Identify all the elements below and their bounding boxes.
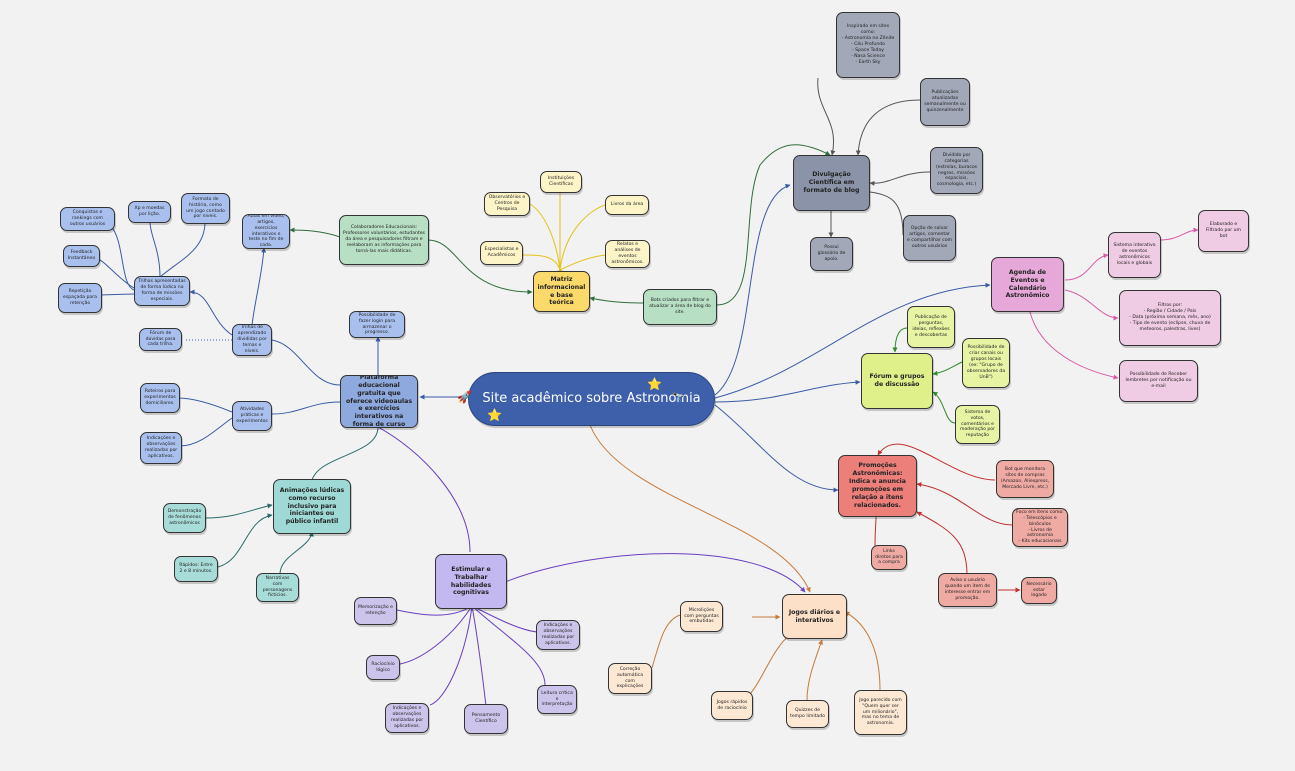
- quizzes-node[interactable]: Quizzes de tempo limitado: [786, 700, 829, 728]
- trilhas-node[interactable]: Trilhas de aprendizado divididas por tem…: [232, 324, 272, 356]
- pensamento-node[interactable]: Pensamento Científico: [464, 704, 508, 734]
- observatorios-node[interactable]: Observatórios e Centros de Pesquisa: [484, 192, 530, 216]
- publicacoes-node[interactable]: Publicações atualizadas semanalmente ou …: [920, 78, 970, 126]
- opcao-node[interactable]: Opção de salvar artigos, comentar e comp…: [903, 215, 956, 261]
- leitura-node[interactable]: Leitura crítica e interpretação: [537, 685, 577, 714]
- filtros-node[interactable]: Filtros por: - Região / Cidade / País - …: [1119, 290, 1221, 346]
- missoes-node[interactable]: Trilhas apresentadas de forma lúdica na …: [134, 276, 190, 306]
- bots-node[interactable]: Bots criados para filtrar e atualizar a …: [643, 289, 717, 325]
- agenda-hub-node[interactable]: Agenda de Eventos e Calendário Astronômi…: [991, 257, 1064, 312]
- aviso-node[interactable]: Aviso o usuário quando um item de intere…: [938, 573, 997, 607]
- aulas-node[interactable]: Aulas em vídeo, artigos, exercícios inte…: [242, 214, 290, 249]
- instituicoes-node[interactable]: Instituições Científicas: [540, 171, 582, 193]
- star-icon: ⭐: [647, 377, 662, 391]
- votos-node[interactable]: Sistema de votos, comentários e moderaçã…: [955, 405, 1000, 444]
- relatos-node[interactable]: Relatos e análises de eventos astronômic…: [605, 240, 650, 268]
- parecido-node[interactable]: Jogo parecido com "Quem quer ser um mili…: [854, 690, 907, 735]
- colaboradores-node[interactable]: Colaboradores Educacionais: Professores …: [339, 215, 429, 265]
- central-topic-title: Site acadêmico sobre Astronomia: [482, 390, 701, 406]
- repeticao-node[interactable]: Repetição espaçada para retenção: [58, 283, 102, 313]
- inspirado-node[interactable]: Inspirado em sites como: - Astronomia no…: [836, 12, 900, 78]
- roteiros-node[interactable]: Roteiros para experimentos domiciliares.: [140, 383, 180, 413]
- atividades-node[interactable]: Atividades práticas e experimentos: [232, 401, 272, 431]
- demonstracao-node[interactable]: Demonstração de fenômenos astronômicos: [163, 503, 206, 533]
- elaborado-node[interactable]: Elaborado e Filtrado por um bot: [1198, 210, 1249, 252]
- links-node[interactable]: Links diretos para a compra: [871, 545, 907, 570]
- telescope-icon: 🔭: [672, 393, 685, 404]
- login-node[interactable]: Possibilidade de fazer login para armaze…: [349, 311, 405, 338]
- glossario-node[interactable]: Possui glossário de apoio.: [810, 237, 853, 271]
- publicacao-node[interactable]: Publicação de perguntas, ideias, reflexõ…: [907, 306, 955, 348]
- divulgacao-hub-node[interactable]: Divulgação Científica em formato de blog: [793, 155, 870, 211]
- forum-hub-node[interactable]: Fórum e grupos de discussão: [861, 353, 933, 409]
- estimular-hub-node[interactable]: Estimular e Trabalhar habilidades cognit…: [435, 554, 507, 609]
- historia-node[interactable]: Formato de história, como um jogo contad…: [181, 193, 230, 224]
- central-topic-node[interactable]: Site acadêmico sobre Astronomia: [468, 372, 715, 426]
- animacoes-hub-node[interactable]: Animações lúdicas como recurso inclusivo…: [273, 479, 351, 534]
- foco-node[interactable]: Foco em itens como: - Telescópios e binó…: [1012, 508, 1068, 547]
- indicacoes2-node[interactable]: Indicações e observações realizadas por …: [536, 620, 580, 650]
- indicacoes-estimular-node[interactable]: Indicações e observações realizadas por …: [385, 703, 429, 733]
- lembretes-node[interactable]: Possibilidade de Receber lembretes por n…: [1119, 360, 1198, 402]
- microlicoes-node[interactable]: Microlições com perguntas embutidas: [680, 601, 723, 632]
- conquistas-node[interactable]: Conquistas e rankings com outros usuário…: [60, 207, 115, 231]
- jogos-hub-node[interactable]: Jogos diários e interativos: [782, 594, 847, 639]
- correcao-node[interactable]: Correção automática com explicações: [608, 663, 652, 694]
- rocket-icon: 🚀: [457, 390, 472, 404]
- rapidos-node[interactable]: Rápidos: Entre 2 e 8 minutos.: [174, 556, 218, 582]
- indicacoes-node[interactable]: Indicações e observações realizadas por …: [140, 432, 182, 464]
- memorizacao-node[interactable]: Memorização e retenção: [354, 597, 397, 625]
- narrativas-node[interactable]: Narrativas com personagens fictícios.: [256, 573, 299, 602]
- livros-node[interactable]: Livros da área: [605, 195, 649, 215]
- xp-node[interactable]: Xp e moedas por lição.: [128, 201, 171, 223]
- star-icon: ⭐: [487, 408, 502, 422]
- forum-trilha-node[interactable]: Fórum de dúvidas para cada trilha.: [139, 328, 182, 351]
- canais-node[interactable]: Possibilidade de criar canais ou grupos …: [962, 338, 1010, 388]
- especialistas-node[interactable]: Especialistas e Acadêmicos: [480, 241, 523, 265]
- sistema-node[interactable]: Sistema interativo de eventos astronômic…: [1108, 232, 1161, 278]
- promocoes-hub-node[interactable]: Promoções Astronômicas: Indica e anuncia…: [838, 455, 917, 517]
- plataforma-hub-node[interactable]: Plataforma educacional gratuita que ofer…: [340, 375, 418, 428]
- jogos-rapidos-node[interactable]: Jogos rápidos de raciocínio: [711, 691, 753, 720]
- necessario-node[interactable]: Necessário estar logado: [1021, 577, 1057, 604]
- raciocinio-node[interactable]: Raciocínio lógico: [366, 655, 400, 680]
- feedback-node[interactable]: Feedback Instantâneo: [63, 245, 100, 267]
- dividido-node[interactable]: Dividido por categorias (estrelas, burac…: [930, 147, 983, 194]
- matriz-hub-node[interactable]: Matriz informacional e base teórica: [533, 271, 590, 312]
- bot-monitora-node[interactable]: Bot que monitora sites de compras (Amazo…: [996, 460, 1054, 498]
